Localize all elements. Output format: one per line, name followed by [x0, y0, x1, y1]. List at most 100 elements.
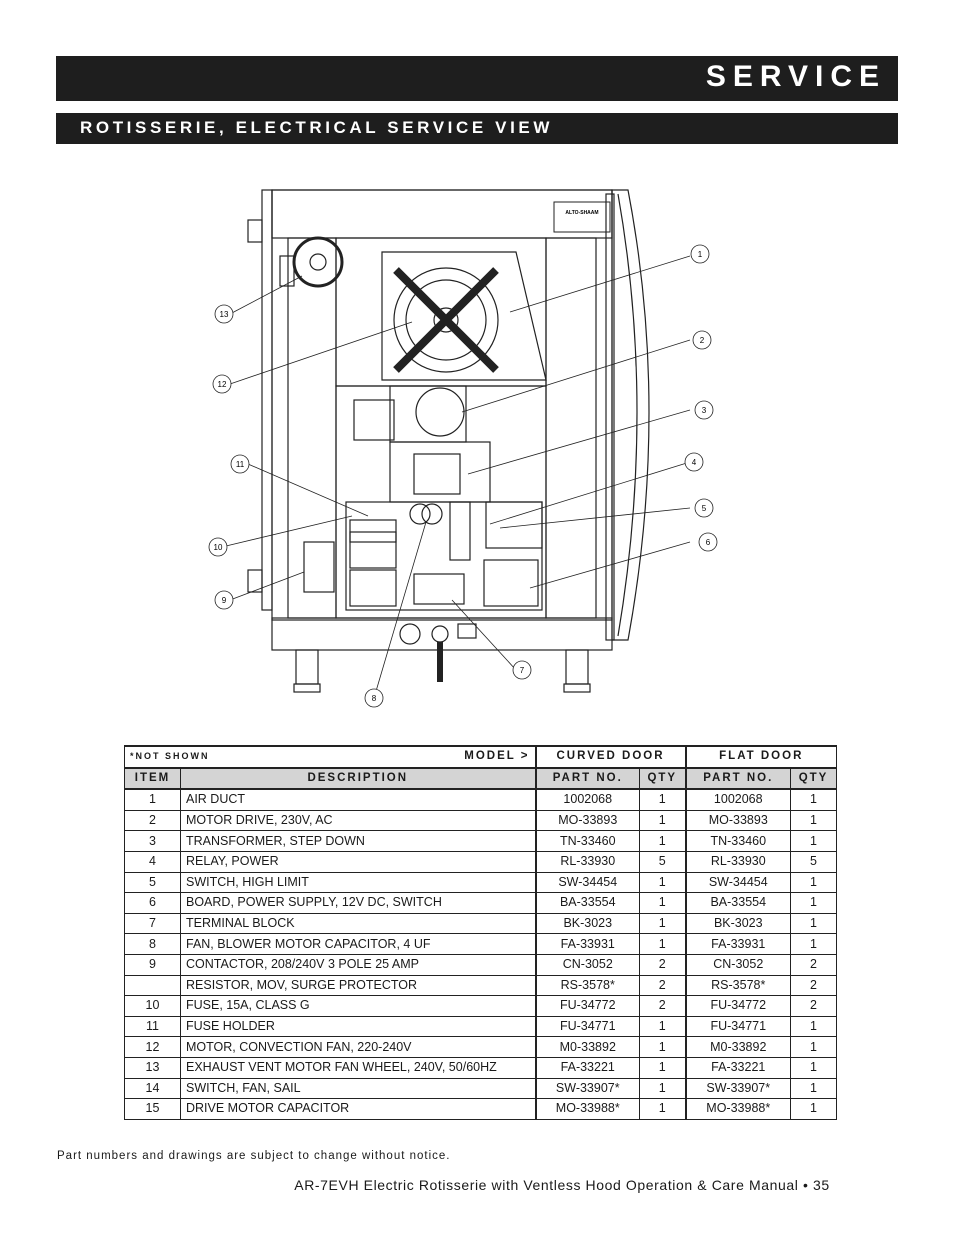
page-header-banner: SERVICE [56, 56, 898, 101]
flat-qty-cell: 5 [790, 850, 838, 873]
flat-qty-cell: 2 [790, 953, 838, 976]
col-flat-part-no: PART NO. [684, 766, 792, 791]
curved-part-cell: MO-33893 [534, 809, 641, 832]
curved-qty-cell: 1 [639, 830, 687, 852]
description-cell: MOTOR DRIVE, 230V, AC [179, 809, 537, 832]
curved-part-cell: FA-33221 [534, 1056, 641, 1079]
description-cell: SWITCH, FAN, SAIL [179, 1077, 537, 1100]
callout-10: 10 [208, 537, 228, 557]
flat-qty-cell: 1 [790, 1015, 838, 1038]
flat-part-cell: FA-33221 [684, 1056, 792, 1079]
flat-part-cell: RL-33930 [684, 850, 792, 873]
table-model-row: *NOT SHOWN MODEL > CURVED DOOR FLAT DOOR [123, 745, 838, 769]
curved-part-cell: 1002068 [534, 788, 641, 811]
item-cell: 1 [124, 788, 181, 811]
curved-part-cell: TN-33460 [534, 830, 641, 852]
svg-text:8: 8 [372, 694, 377, 703]
callout-7: 7 [512, 660, 532, 680]
item-cell: 4 [124, 850, 181, 873]
flat-qty-cell: 1 [790, 892, 838, 914]
page-number: 35 [812, 1177, 830, 1193]
flat-part-cell: MO-33893 [684, 809, 792, 832]
svg-text:11: 11 [236, 460, 245, 469]
description-cell: EXHAUST VENT MOTOR FAN WHEEL, 240V, 50/6… [179, 1056, 537, 1079]
item-cell: 15 [124, 1098, 181, 1120]
page-title: SERVICE [705, 60, 886, 93]
curved-part-cell: M0-33892 [534, 1036, 641, 1058]
item-cell: 8 [124, 933, 181, 955]
section-title: ROTISSERIE, ELECTRICAL SERVICE VIEW [80, 118, 553, 137]
curved-part-cell: BA-33554 [534, 892, 641, 914]
description-cell: BOARD, POWER SUPPLY, 12V DC, SWITCH [179, 892, 537, 914]
flat-part-cell: FA-33931 [684, 933, 792, 955]
item-cell: 3 [124, 830, 181, 852]
callout-9: 9 [214, 590, 234, 610]
curved-qty-cell: 1 [639, 892, 687, 914]
curved-part-cell: RS-3578* [534, 974, 641, 997]
curved-part-cell: FA-33931 [534, 933, 641, 955]
curved-qty-cell: 1 [639, 871, 687, 894]
curved-qty-cell: 1 [639, 1056, 687, 1079]
description-cell: FUSE HOLDER [179, 1015, 537, 1038]
description-cell: MOTOR, CONVECTION FAN, 220-240V [179, 1036, 537, 1058]
item-cell: 9 [124, 953, 181, 976]
table-column-headers: ITEM DESCRIPTION PART NO. QTY PART NO. Q… [124, 766, 838, 791]
flat-part-cell: TN-33460 [684, 830, 792, 852]
flat-part-cell: FU-34772 [684, 995, 792, 1017]
callout-12: 12 [212, 374, 232, 394]
disclaimer-text: Part numbers and drawings are subject to… [57, 1150, 451, 1162]
item-cell: 11 [124, 1015, 181, 1038]
flat-qty-cell: 2 [790, 974, 838, 997]
item-cell: 10 [124, 995, 181, 1017]
flat-qty-cell: 1 [790, 912, 838, 935]
svg-text:10: 10 [214, 543, 223, 552]
flat-qty-cell: 1 [790, 1036, 838, 1058]
curved-qty-cell: 1 [639, 1036, 687, 1058]
item-cell: 7 [124, 912, 181, 935]
flat-part-cell: M0-33892 [684, 1036, 792, 1058]
section-header-bar: ROTISSERIE, ELECTRICAL SERVICE VIEW [56, 113, 898, 144]
curved-qty-cell: 2 [639, 953, 687, 976]
curved-part-cell: BK-3023 [534, 912, 641, 935]
svg-text:2: 2 [700, 336, 705, 345]
flat-qty-cell: 2 [790, 995, 838, 1017]
electrical-service-diagram: ALTO-SHAAM 1 2 3 4 5 6 7 8 9 10 11 12 13 [208, 189, 718, 708]
description-cell: SWITCH, HIGH LIMIT [179, 871, 537, 894]
description-cell: RELAY, POWER [179, 850, 537, 873]
flat-qty-cell: 1 [790, 1098, 838, 1120]
col-curved-qty: QTY [639, 766, 687, 791]
svg-text:6: 6 [706, 538, 711, 547]
svg-text:9: 9 [222, 596, 227, 605]
callout-6: 6 [698, 532, 718, 552]
unit-outline [247, 189, 650, 693]
item-cell: 2 [124, 809, 181, 832]
page-footer: AR-7EVH Electric Rotisserie with Ventles… [0, 1177, 954, 1193]
flat-part-cell: MO-33988* [684, 1098, 792, 1120]
description-cell: TERMINAL BLOCK [179, 912, 537, 935]
flat-part-cell: SW-34454 [684, 871, 792, 894]
item-cell [124, 974, 181, 997]
model-header-cell: *NOT SHOWN MODEL > [123, 745, 537, 769]
curved-qty-cell: 2 [639, 974, 687, 997]
description-cell: FUSE, 15A, CLASS G [179, 995, 537, 1017]
curved-qty-cell: 1 [639, 788, 687, 811]
svg-text:4: 4 [692, 458, 697, 467]
callout-2: 2 [692, 330, 712, 350]
curved-qty-cell: 1 [639, 1098, 687, 1120]
logo-plate [553, 201, 611, 233]
svg-text:12: 12 [218, 380, 227, 389]
svg-text:7: 7 [520, 666, 525, 675]
